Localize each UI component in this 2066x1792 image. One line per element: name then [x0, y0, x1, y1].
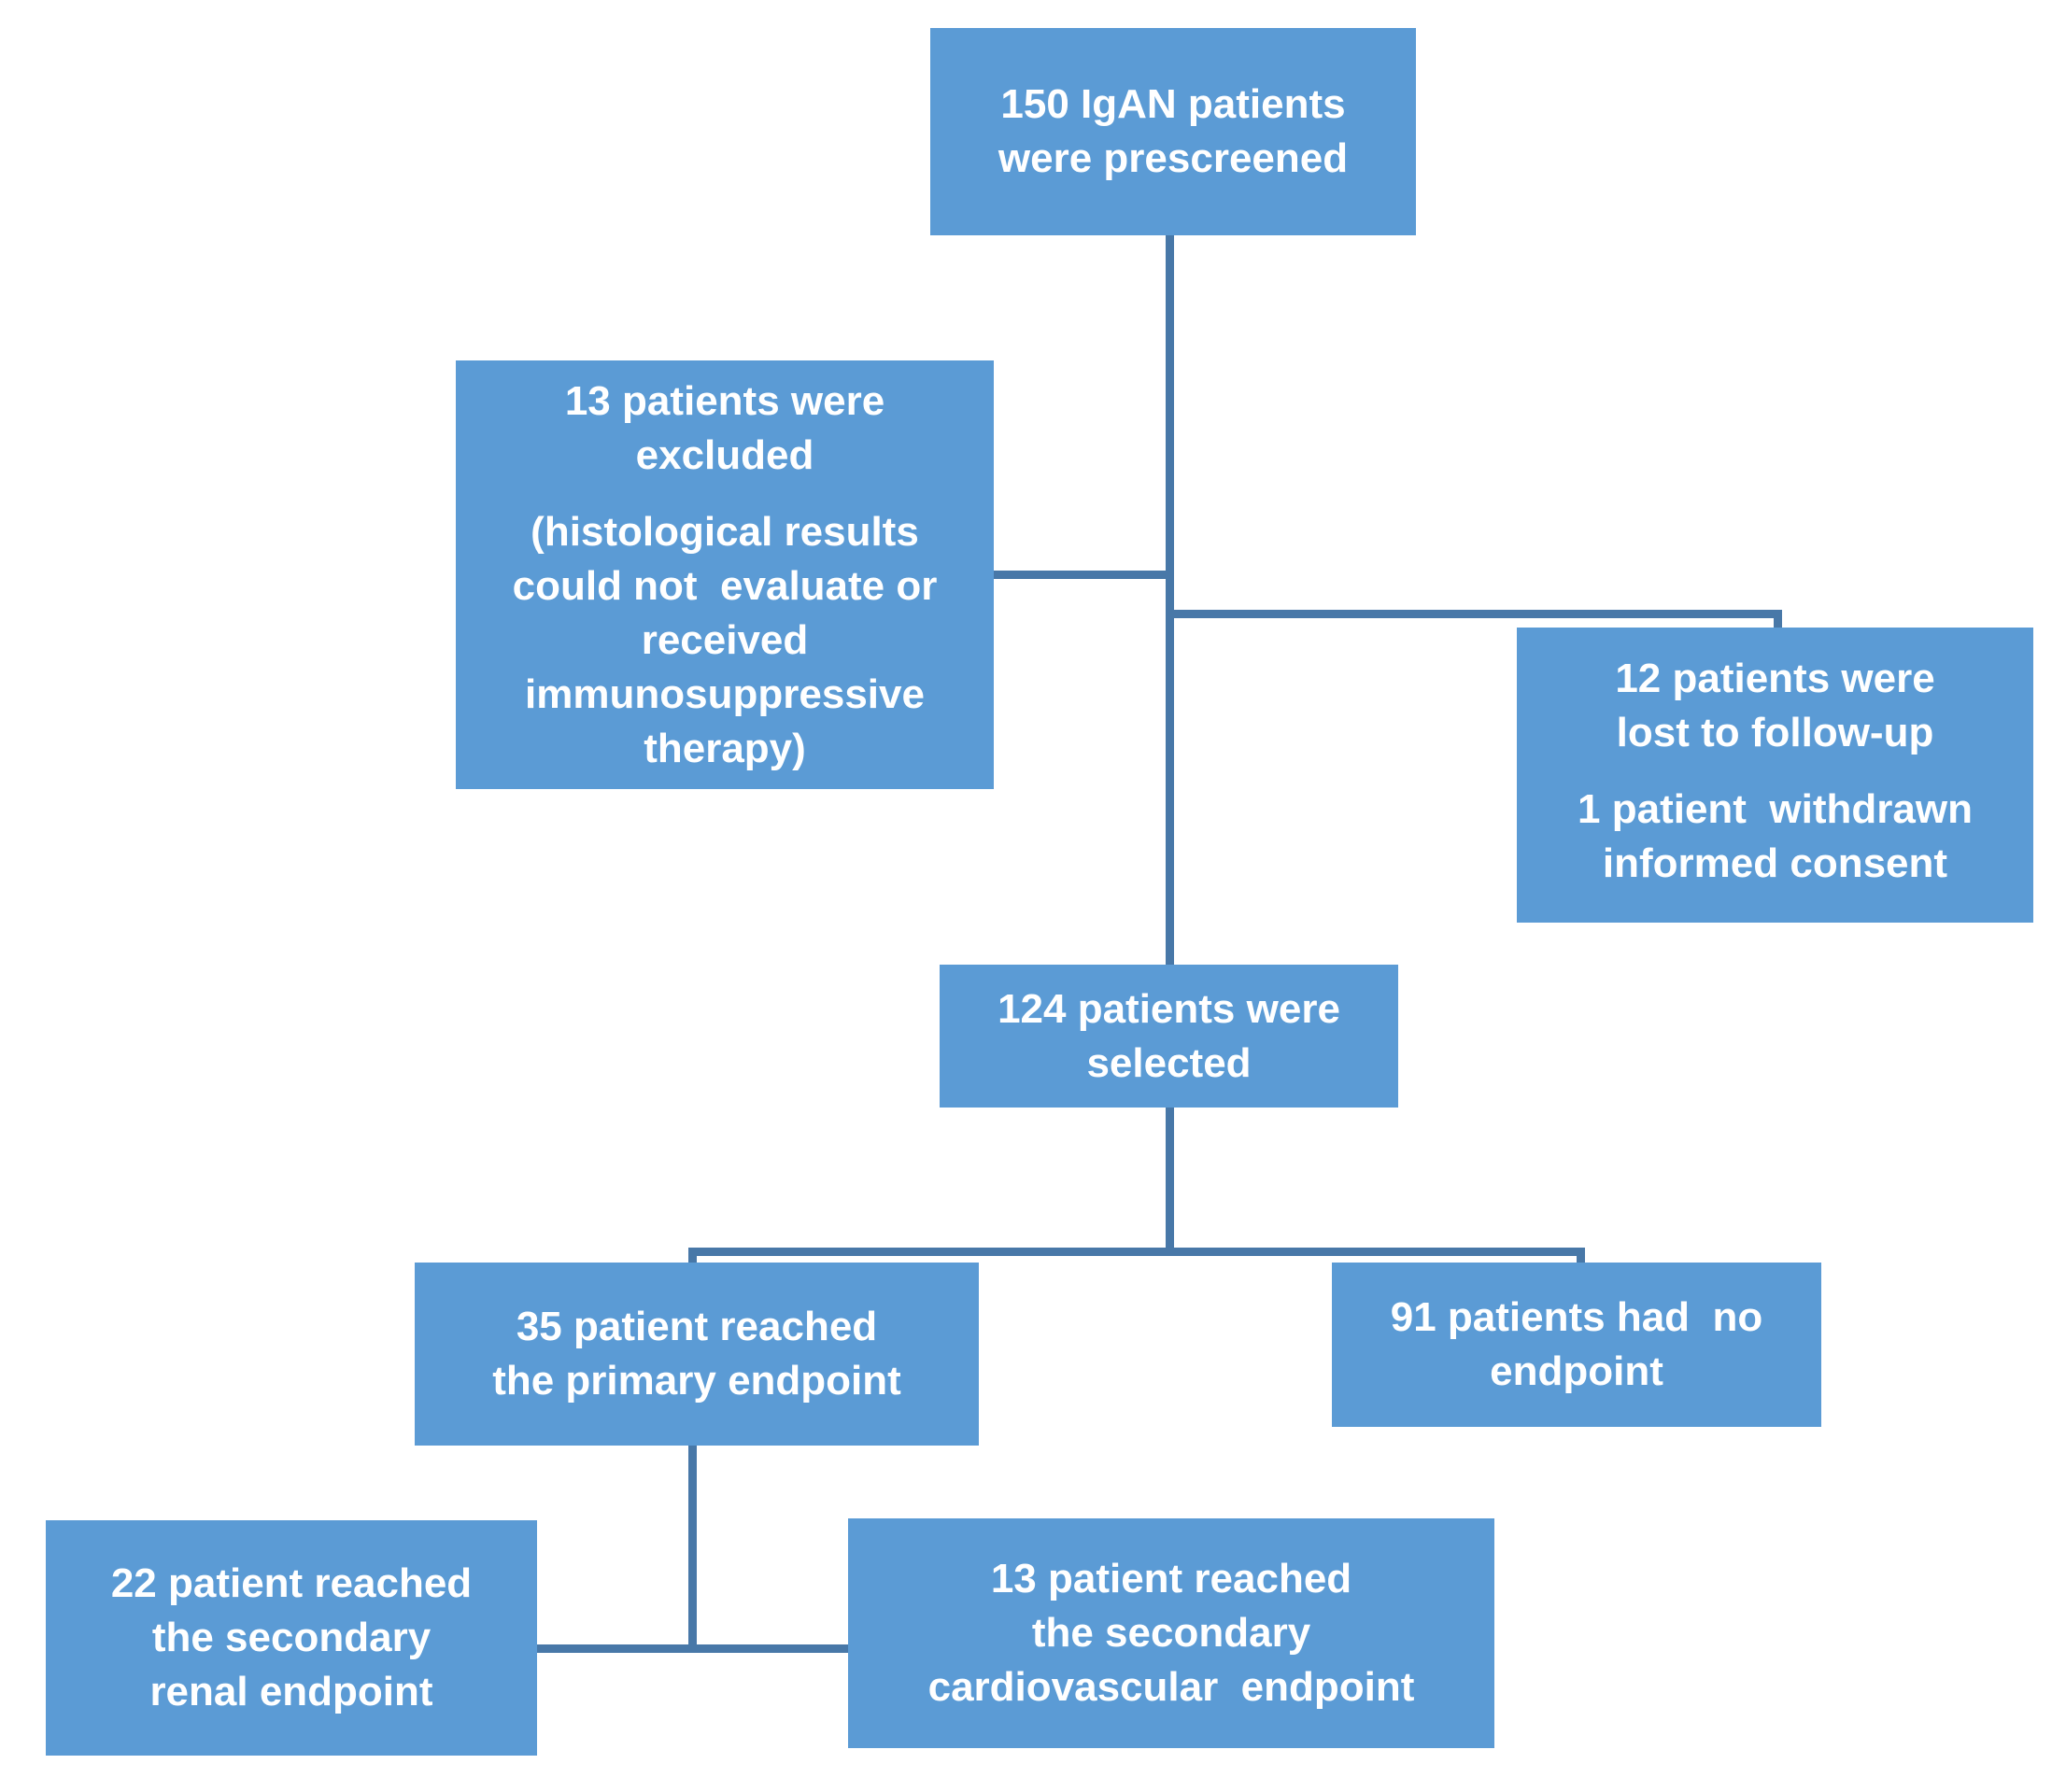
box-selected-text: 124 patients were selected [998, 982, 1340, 1091]
box-selected: 124 patients were selected [940, 965, 1398, 1108]
connector-lost-branch-tick [1774, 610, 1782, 634]
box-lost-text-2: 1 patient withdrawn informed consent [1578, 783, 1973, 891]
connector-selected-down [1166, 1108, 1174, 1255]
text-line: 12 patients were [1615, 656, 1935, 701]
connector-endpoint-tick-primary [688, 1248, 697, 1266]
box-secondary-cardiovascular-endpoint: 13 patient reached the secondary cardiov… [848, 1518, 1494, 1748]
text-line: renal endpoint [149, 1669, 433, 1714]
box-no-endpoint-text: 91 patients had no endpoint [1391, 1291, 1763, 1399]
text-line: (histological results [531, 508, 919, 555]
text-line: 13 patients were [564, 377, 885, 424]
text-line: cardiovascular endpoint [927, 1664, 1415, 1710]
box-cardio-text: 13 patient reached the secondary cardiov… [928, 1552, 1415, 1714]
box-no-endpoint: 91 patients had no endpoint [1332, 1263, 1821, 1427]
connector-endpoint-branch [688, 1248, 1585, 1256]
connector-lost-branch [1166, 610, 1782, 618]
text-line: could not evaluate or [512, 562, 938, 609]
text-line: therapy) [644, 725, 806, 771]
text-line: 22 patient reached [110, 1560, 473, 1606]
box-prescreened-text: 150 IgAN patients were prescreened [998, 78, 1348, 186]
text-line: received [641, 616, 809, 663]
text-line: immunosuppressive [525, 670, 925, 717]
box-primary-text: 35 patient reached the primary endpoint [492, 1300, 901, 1408]
box-excluded-text-2: (histological results could not evaluate… [513, 505, 938, 776]
connector-excluded-branch [990, 571, 1174, 579]
text-line: 1 patient withdrawn [1578, 786, 1973, 832]
box-lost-followup: 12 patients were lost to follow-up 1 pat… [1517, 628, 2033, 923]
box-excluded: 13 patients were excluded (histological … [456, 360, 994, 789]
text-line: lost to follow-up [1616, 710, 1934, 755]
text-line: were prescreened [998, 135, 1349, 181]
box-prescreened: 150 IgAN patients were prescreened [930, 28, 1416, 235]
text-line: informed consent [1602, 840, 1948, 886]
text-line: 124 patients were [998, 985, 1340, 1032]
box-primary-endpoint: 35 patient reached the primary endpoint [415, 1263, 979, 1446]
box-lost-text-1: 12 patients were lost to follow-up [1615, 652, 1934, 760]
text-line: the secondary [1031, 1610, 1311, 1656]
box-excluded-text-1: 13 patients were excluded [565, 374, 884, 483]
text-line: 35 patient reached [516, 1304, 878, 1349]
text-line: selected [1086, 1039, 1252, 1086]
box-renal-text: 22 patient reached the secondary renal e… [111, 1557, 472, 1719]
text-line: the secondary [151, 1615, 432, 1660]
text-line: 13 patient reached [990, 1556, 1352, 1602]
connector-primary-down [688, 1446, 697, 1653]
text-line: 150 IgAN patients [1000, 81, 1346, 127]
text-line: 91 patients had no [1390, 1294, 1763, 1340]
connector-secondary-branch [537, 1644, 853, 1653]
text-line: the primary endpoint [492, 1358, 901, 1404]
text-line: endpoint [1490, 1348, 1663, 1394]
text-line: excluded [635, 431, 814, 478]
connector-prescreened-to-selected [1166, 233, 1174, 967]
box-secondary-renal-endpoint: 22 patient reached the secondary renal e… [46, 1520, 537, 1756]
connector-endpoint-tick-none [1577, 1248, 1585, 1268]
